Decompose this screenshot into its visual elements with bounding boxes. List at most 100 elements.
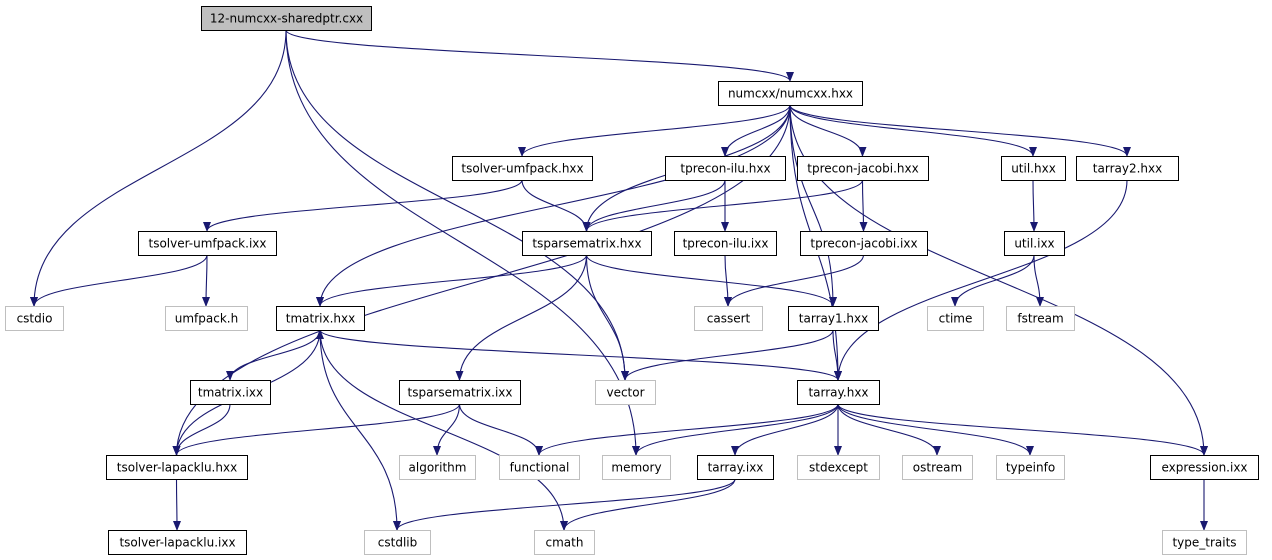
node-box — [399, 455, 476, 480]
edge-numcxx-to-tprecon_jacobi_hxx — [789, 104, 867, 157]
node-tsparsematrix-hxx[interactable]: tsparsematrix.hxx — [522, 231, 652, 256]
node-cstdio: cstdio — [5, 306, 64, 331]
node-box — [1150, 455, 1259, 480]
node-box — [674, 231, 777, 256]
edge-tprecon_jacobi_hxx-to-tprecon_jacobi_ixx — [859, 179, 868, 232]
node-box — [201, 6, 372, 31]
node-tprecon-jacobi-hxx[interactable]: tprecon-jacobi.hxx — [797, 156, 929, 181]
edge-tsolver_umfpack_hxx-to-tsparsematrix_hxx — [521, 179, 591, 232]
edge-tmatrix_hxx-to-tarray_hxx — [319, 329, 842, 381]
node-box — [1001, 156, 1066, 181]
node-label: tprecon-jacobi.hxx — [807, 162, 918, 176]
node-label: umfpack.h — [175, 312, 238, 326]
node-label: stdexcept — [809, 461, 868, 475]
edge-numcxx-to-util_hxx — [789, 104, 1037, 157]
node-vector: vector — [595, 380, 656, 405]
node-expression-ixx[interactable]: expression.ixx — [1150, 455, 1259, 480]
node-label: tsparsematrix.ixx — [408, 386, 513, 400]
node-box — [452, 156, 593, 181]
node-box — [534, 530, 595, 555]
node-root[interactable]: 12-numcxx-sharedptr.cxx — [201, 6, 372, 31]
node-label: tmatrix.hxx — [286, 312, 355, 326]
node-tsparsematrix-ixx[interactable]: tsparsematrix.ixx — [399, 380, 521, 405]
edge-tarray1_hxx-to-vector — [621, 329, 834, 381]
node-util-ixx[interactable]: util.ixx — [1004, 231, 1065, 256]
node-numcxx[interactable]: numcxx/numcxx.hxx — [718, 81, 863, 106]
node-label: cassert — [707, 312, 751, 326]
edge-numcxx-to-tsolver_umfpack_hxx — [518, 104, 791, 157]
edge-tsparsematrix_hxx-to-tmatrix_hxx — [316, 254, 588, 307]
node-label: tarray.ixx — [708, 461, 764, 475]
node-box — [595, 380, 656, 405]
node-label: tmatrix.ixx — [198, 386, 263, 400]
node-label: util.ixx — [1014, 237, 1054, 251]
node-algorithm: algorithm — [399, 455, 476, 480]
edge-tsolver_umfpack_ixx-to-umfpack_h — [202, 254, 211, 307]
edge-util_hxx-to-util_ixx — [1029, 179, 1038, 232]
edge-tprecon_ilu_hxx-to-tsparsematrix_hxx — [582, 179, 726, 232]
node-cmath: cmath — [534, 530, 595, 555]
node-box — [788, 306, 879, 331]
node-functional: functional — [499, 455, 580, 480]
node-box — [927, 306, 984, 331]
node-tsolver-umfpack-ixx[interactable]: tsolver-umfpack.ixx — [138, 231, 277, 256]
node-label: tsolver-umfpack.hxx — [461, 162, 583, 176]
node-box — [499, 455, 580, 480]
node-box — [165, 306, 248, 331]
edge-tmatrix_hxx-to-cstdlib — [319, 329, 401, 531]
node-umfpack-h: umfpack.h — [165, 306, 248, 331]
node-label: expression.ixx — [1161, 461, 1247, 475]
node-tprecon-ilu-hxx[interactable]: tprecon-ilu.hxx — [665, 156, 786, 181]
node-tmatrix-ixx[interactable]: tmatrix.ixx — [190, 380, 271, 405]
node-tsolver-umfpack-hxx[interactable]: tsolver-umfpack.hxx — [452, 156, 593, 181]
node-util-hxx[interactable]: util.hxx — [1001, 156, 1066, 181]
node-box — [718, 81, 863, 106]
node-tarray2-hxx[interactable]: tarray2.hxx — [1076, 156, 1179, 181]
edge-tmatrix_hxx-to-tmatrix_ixx — [226, 329, 321, 381]
edge-tarray_ixx-to-cmath — [560, 478, 736, 531]
edge-tsparsematrix_hxx-to-vector — [585, 254, 629, 381]
node-label: cstdlib — [378, 536, 417, 550]
node-box — [1162, 530, 1247, 555]
node-box — [106, 455, 248, 480]
node-label: tsolver-umfpack.ixx — [148, 237, 266, 251]
edge-util_ixx-to-fstream — [1033, 254, 1044, 307]
node-label: cstdio — [17, 312, 53, 326]
node-box — [797, 380, 880, 405]
node-box — [902, 455, 973, 480]
edge-numcxx-to-tarray2_hxx — [789, 104, 1131, 157]
node-label: algorithm — [409, 461, 467, 475]
edge-tarray_hxx-to-expression_ixx — [837, 403, 1208, 456]
edge-tprecon_jacobi_hxx-to-tsparsematrix_hxx — [582, 179, 864, 232]
node-label: tsolver-lapacklu.hxx — [117, 461, 237, 475]
node-tmatrix-hxx[interactable]: tmatrix.hxx — [276, 306, 365, 331]
edge-tsparsematrix_ixx-to-tsolver_lapacklu_hxx — [172, 403, 461, 456]
node-tprecon-jacobi-ixx[interactable]: tprecon-jacobi.ixx — [800, 231, 928, 256]
node-box — [5, 306, 64, 331]
node-box — [665, 156, 786, 181]
edge-tarray_hxx-to-tarray_ixx — [731, 403, 839, 456]
node-label: tprecon-ilu.ixx — [683, 237, 769, 251]
node-tsolver-lapacklu-ixx[interactable]: tsolver-lapacklu.ixx — [108, 530, 247, 555]
node-tsolver-lapacklu-hxx[interactable]: tsolver-lapacklu.hxx — [106, 455, 248, 480]
node-tprecon-ilu-ixx[interactable]: tprecon-ilu.ixx — [674, 231, 777, 256]
node-tarray1-hxx[interactable]: tarray1.hxx — [788, 306, 879, 331]
node-tarray-ixx[interactable]: tarray.ixx — [697, 455, 774, 480]
node-cstdlib: cstdlib — [364, 530, 431, 555]
edge-tprecon_jacobi_ixx-to-cassert — [724, 254, 865, 307]
node-tarray-hxx[interactable]: tarray.hxx — [797, 380, 880, 405]
edge-tsparsematrix_hxx-to-tsparsematrix_ixx — [455, 254, 588, 381]
edge-root-to-numcxx — [285, 29, 794, 82]
edge-tprecon_ilu_ixx-to-cassert — [723, 254, 732, 307]
node-label: cmath — [546, 536, 584, 550]
node-label: tprecon-ilu.hxx — [680, 162, 770, 176]
node-box — [797, 455, 880, 480]
node-label: memory — [611, 461, 661, 475]
edge-tarray2_hxx-to-tarray_hxx — [834, 179, 1128, 381]
node-label: numcxx/numcxx.hxx — [728, 87, 853, 101]
edge-tmatrix_ixx-to-tsolver_lapacklu_hxx — [172, 403, 231, 456]
node-typeinfo: typeinfo — [996, 455, 1065, 480]
node-label: tarray1.hxx — [799, 312, 868, 326]
